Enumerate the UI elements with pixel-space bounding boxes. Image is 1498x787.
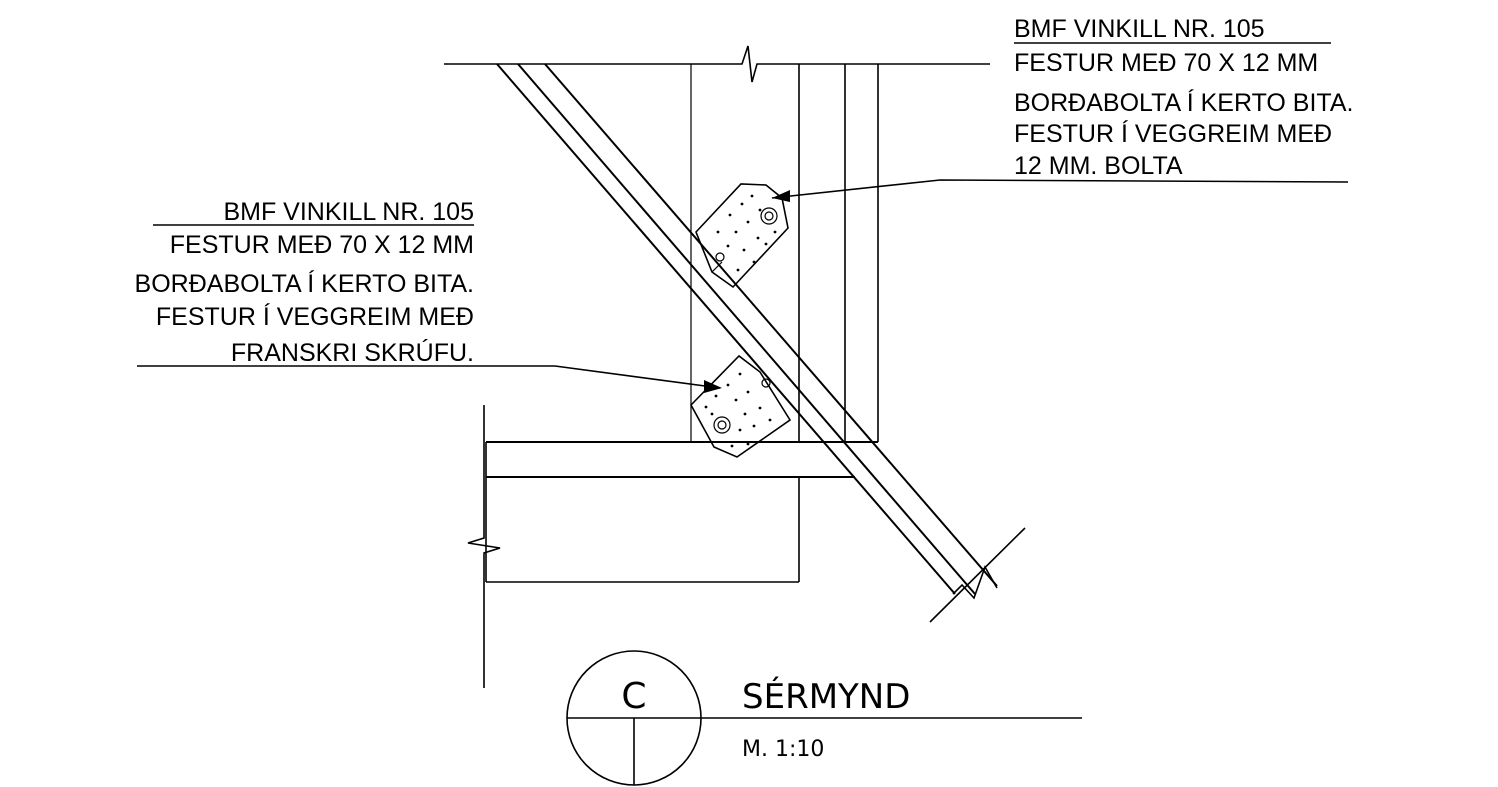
- callout-left-line-3: BORÐABOLTA Í KERTO BITA.: [135, 269, 474, 298]
- lower-bmf-bracket: [690, 354, 792, 458]
- callout-right-line-3: BORÐABOLTA Í KERTO BITA.: [1014, 88, 1353, 117]
- left-callout-leader: [137, 224, 722, 393]
- diagonal-kerto-beam: [496, 63, 1026, 623]
- callout-left: BMF VINKILL NR. 105 FESTUR MEÐ 70 X 12 M…: [135, 198, 474, 367]
- callout-left-line-4: FESTUR Í VEGGREIM MEÐ: [156, 302, 474, 331]
- callout-left-line-2: FESTUR MEÐ 70 X 12 MM: [170, 231, 474, 259]
- left-break-line: [467, 405, 501, 688]
- callout-left-line-1: BMF VINKILL NR. 105: [223, 198, 474, 226]
- detail-letter: C: [621, 676, 646, 717]
- callout-right-line-1: BMF VINKILL NR. 105: [1014, 15, 1265, 43]
- detail-scale: M. 1:10: [742, 737, 824, 762]
- callout-right-line-5: 12 MM. BOLTA: [1014, 152, 1183, 180]
- callout-right: BMF VINKILL NR. 105 FESTUR MEÐ 70 X 12 M…: [1014, 15, 1353, 180]
- title-block: C SÉRMYND M. 1:10: [566, 650, 1082, 786]
- horizontal-beam: [485, 441, 878, 583]
- callout-right-line-4: FESTUR Í VEGGREIM MEÐ: [1014, 119, 1332, 148]
- detail-title: SÉRMYND: [742, 676, 910, 717]
- vertical-studs: [690, 64, 879, 442]
- upper-bmf-bracket: [695, 183, 789, 289]
- right-callout-leader: [771, 42, 1349, 202]
- callout-right-line-2: FESTUR MEÐ 70 X 12 MM: [1014, 49, 1318, 77]
- callout-left-line-5: FRANSKRI SKRÚFU.: [231, 338, 474, 367]
- top-break-line: [444, 45, 990, 83]
